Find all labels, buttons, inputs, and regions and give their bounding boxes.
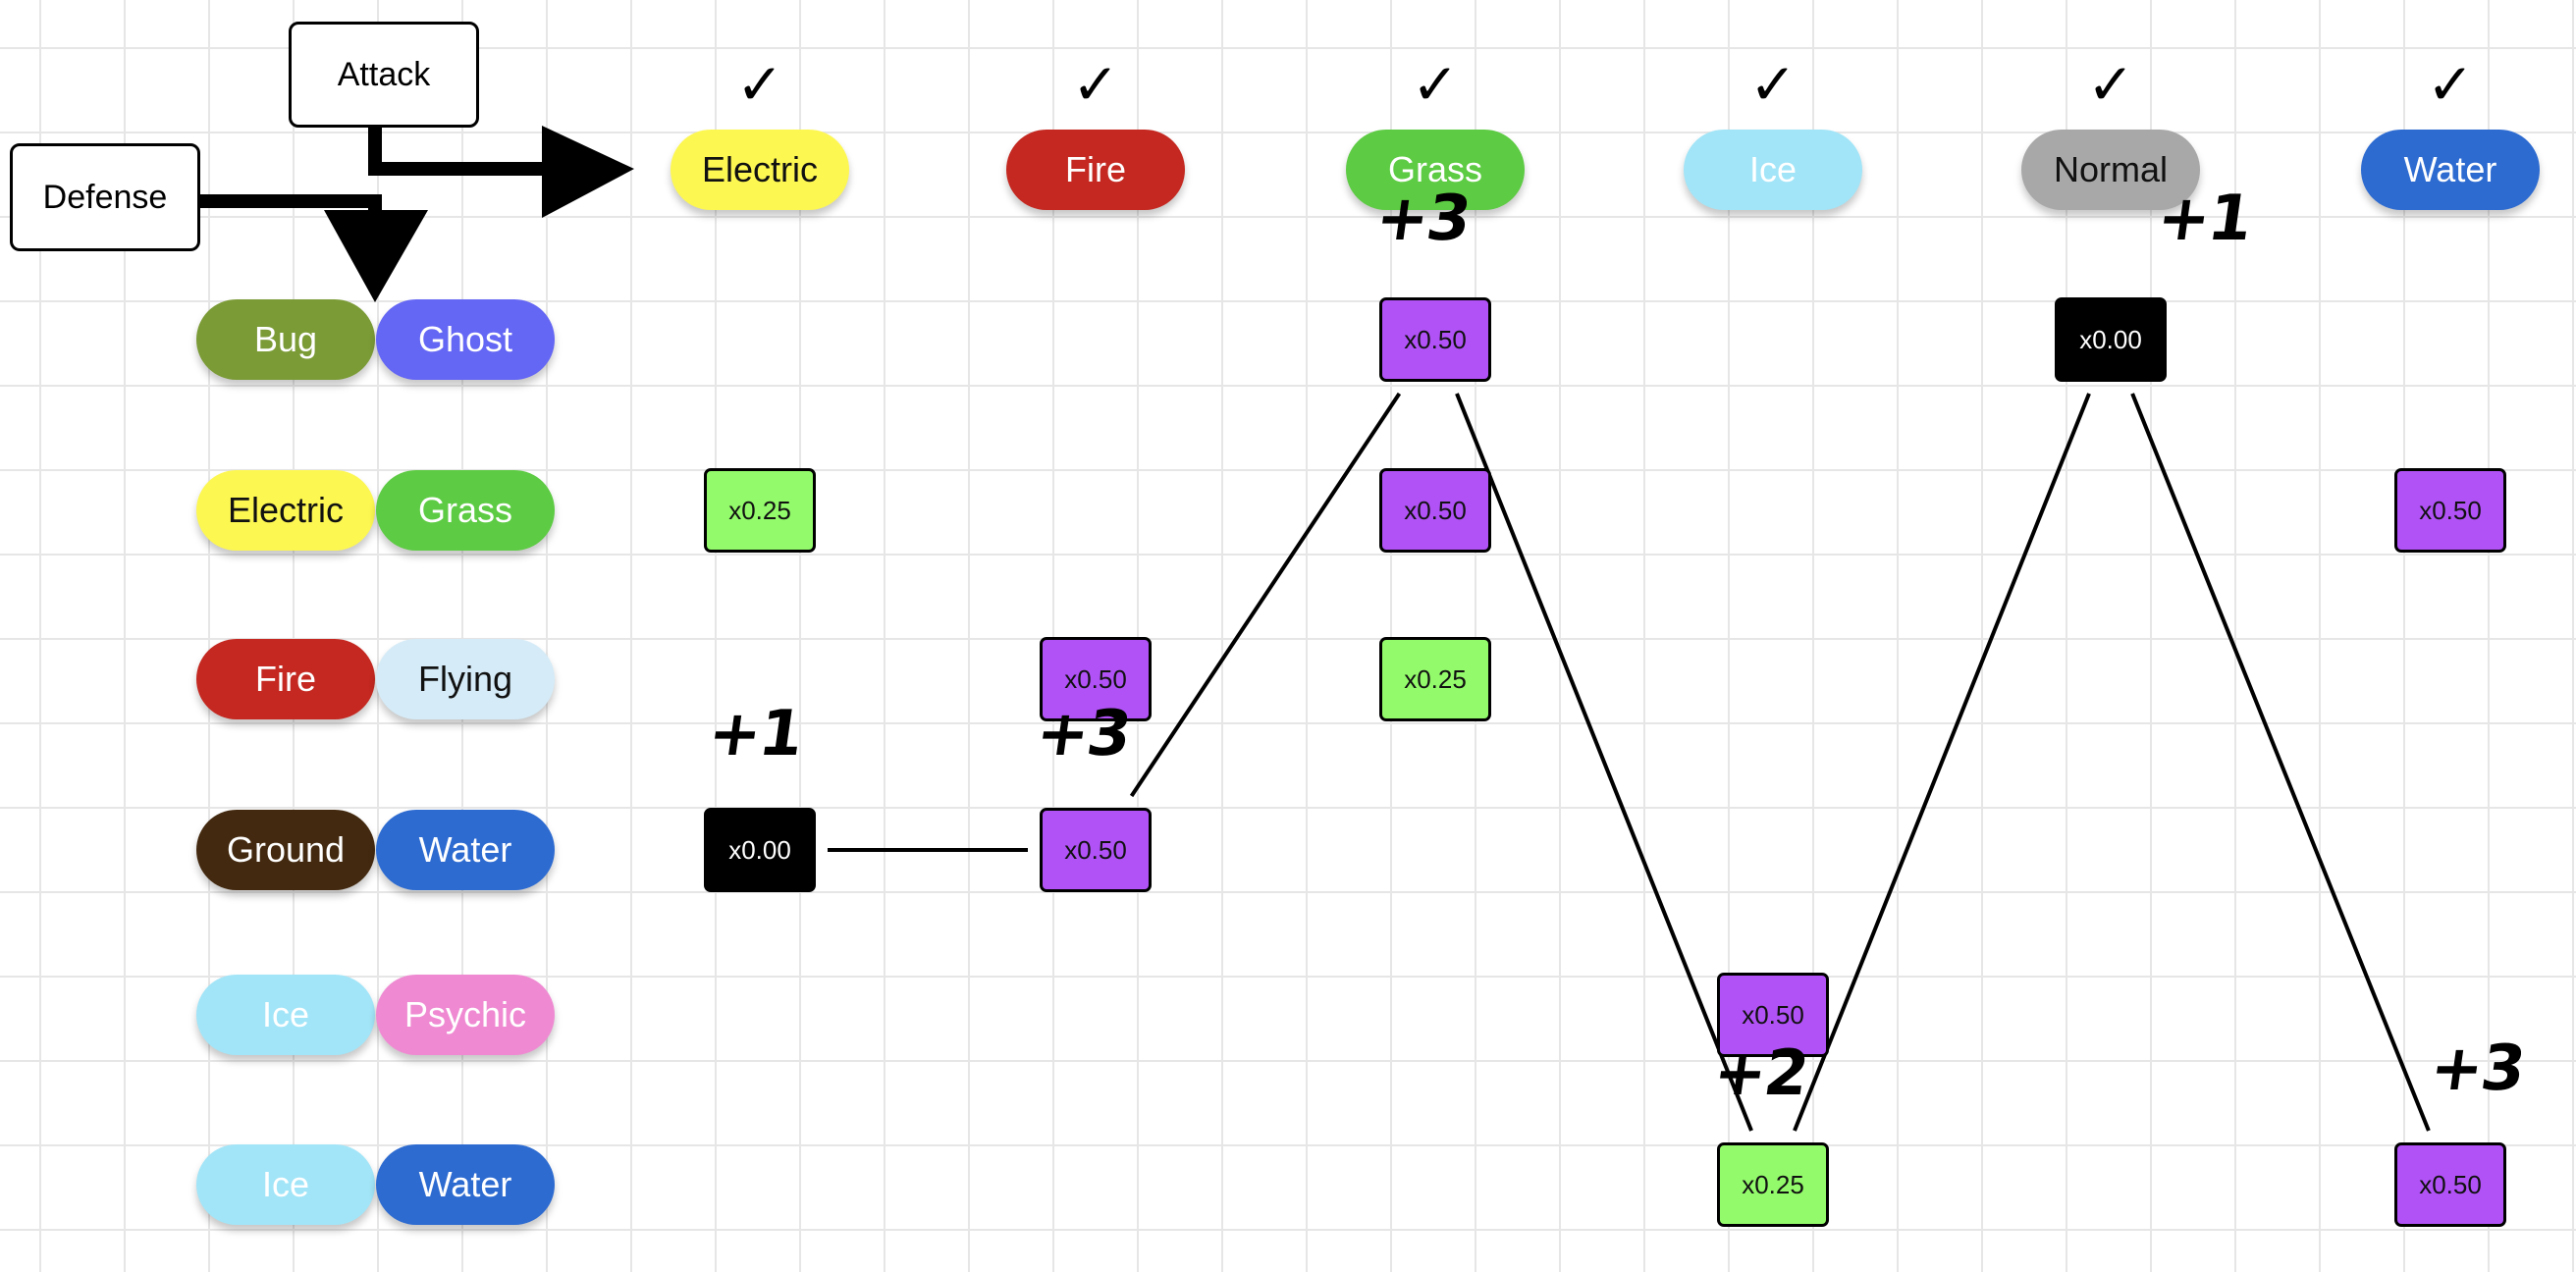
attack-label: Attack — [289, 22, 479, 128]
attack-arrow-head — [542, 126, 634, 218]
attack-type-ice: Ice — [1684, 130, 1862, 210]
attack-check-mark: ✓ — [735, 51, 784, 118]
defense-type-fire: Fire — [196, 639, 375, 719]
multiplier-cell: x0.25 — [1379, 637, 1491, 721]
multiplier-cell: x0.25 — [1717, 1142, 1829, 1227]
defense-type-electric: Electric — [196, 470, 375, 551]
defense-type-ice: Ice — [196, 975, 375, 1055]
path-connector — [1455, 393, 1753, 1132]
bonus-mark: +1 — [2152, 183, 2256, 255]
attack-check-mark: ✓ — [1748, 51, 1798, 118]
defense-type-ground: Ground — [196, 810, 375, 890]
defense-type-water: Water — [376, 1144, 555, 1225]
multiplier-cell: x0.50 — [1717, 973, 1829, 1057]
path-connector — [1129, 392, 1402, 798]
bonus-mark: +3 — [1031, 698, 1135, 770]
defense-type-psychic: Psychic — [376, 975, 555, 1055]
multiplier-cell: x0.00 — [704, 808, 816, 892]
multiplier-cell: x0.50 — [2394, 1142, 2506, 1227]
attack-check-mark: ✓ — [2086, 51, 2135, 118]
path-connector — [2130, 393, 2431, 1132]
bonus-mark: +1 — [703, 698, 807, 770]
defense-type-water: Water — [376, 810, 555, 890]
attack-arrow-line — [368, 128, 550, 176]
attack-type-electric: Electric — [671, 130, 849, 210]
bonus-mark: +3 — [1370, 183, 1475, 255]
multiplier-cell: x0.25 — [704, 468, 816, 553]
defense-label: Defense — [10, 143, 200, 251]
attack-check-mark: ✓ — [1071, 51, 1120, 118]
multiplier-cell: x0.50 — [1040, 637, 1152, 721]
defense-type-ice: Ice — [196, 1144, 375, 1225]
attack-type-water: Water — [2361, 130, 2540, 210]
attack-type-normal: Normal — [2021, 130, 2200, 210]
defense-type-grass: Grass — [376, 470, 555, 551]
multiplier-cell: x0.50 — [2394, 468, 2506, 553]
multiplier-cell: x0.50 — [1040, 808, 1152, 892]
attack-check-mark: ✓ — [1411, 51, 1460, 118]
defense-type-bug: Bug — [196, 299, 375, 380]
bonus-mark: +2 — [1708, 1037, 1812, 1110]
multiplier-cell: x0.00 — [2055, 297, 2167, 382]
multiplier-cell: x0.50 — [1379, 468, 1491, 553]
defense-type-ghost: Ghost — [376, 299, 555, 380]
attack-check-mark: ✓ — [2426, 51, 2475, 118]
attack-type-fire: Fire — [1006, 130, 1185, 210]
defense-type-flying: Flying — [376, 639, 555, 719]
attack-type-grass: Grass — [1346, 130, 1525, 210]
multiplier-cell: x0.50 — [1379, 297, 1491, 382]
defense-arrow-head — [324, 210, 428, 302]
path-connector — [1793, 393, 2091, 1132]
bonus-mark: +3 — [2425, 1033, 2529, 1105]
